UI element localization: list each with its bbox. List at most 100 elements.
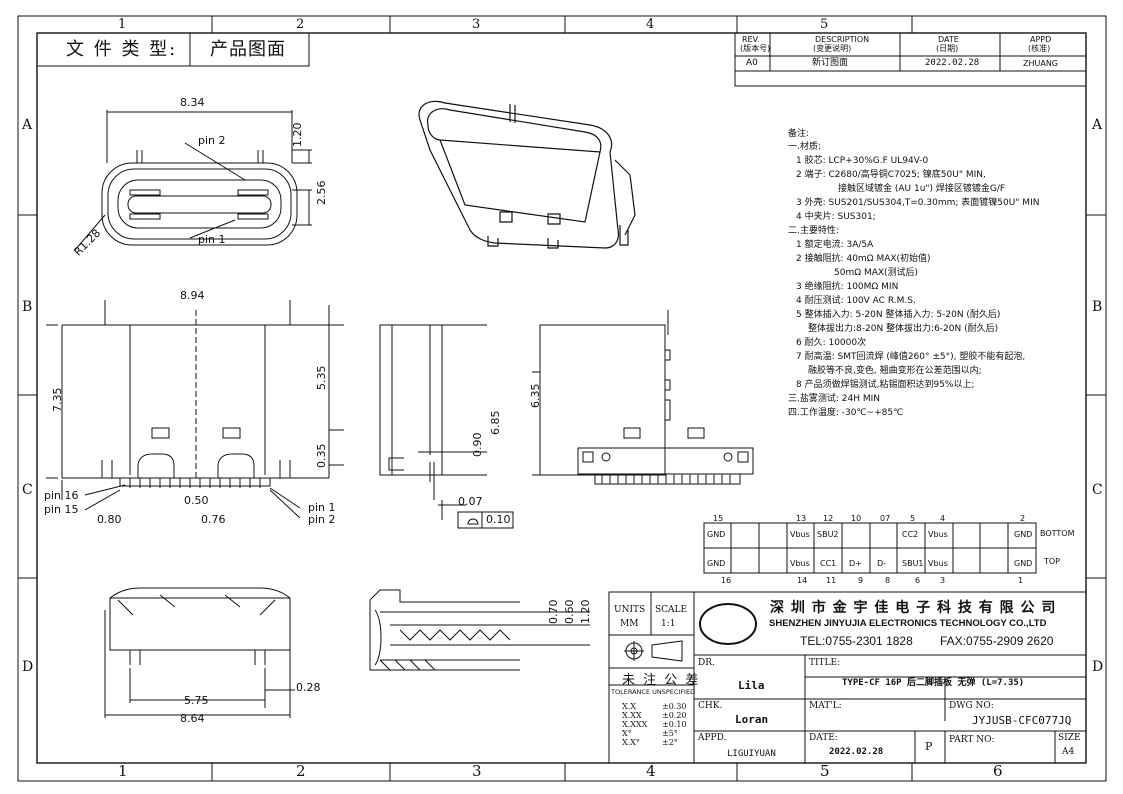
pin-num-2: 2 bbox=[1020, 514, 1026, 523]
pin-cell-r2-5: CC1 bbox=[820, 559, 837, 568]
note-2b: 接触区域镀金 (AU 1u") 焊接区镀镀金G/F bbox=[838, 184, 1006, 194]
pin-table bbox=[703, 522, 1037, 574]
dim-pitch: 0.50 bbox=[184, 494, 209, 507]
pin-num-16: 16 bbox=[721, 576, 732, 585]
section-view bbox=[369, 589, 590, 671]
desc-value: 新订图面 bbox=[812, 58, 849, 68]
outer-frame bbox=[17, 15, 1107, 782]
zone-col-2: 2 bbox=[296, 17, 305, 32]
spec-6: 6 耐久: 10000次 bbox=[796, 338, 867, 348]
dim-rear-h: 6.35 bbox=[529, 383, 542, 409]
bottom-row-label: BOTTOM bbox=[1040, 529, 1075, 538]
dim-sec-070: 0.70 bbox=[547, 599, 560, 625]
top-view bbox=[74, 110, 312, 251]
part-no-label: PART NO: bbox=[949, 735, 995, 745]
drawn-by-value: Lila bbox=[738, 679, 765, 692]
pin-cell-r1-4: Vbus bbox=[790, 530, 810, 539]
tol-key-5: X.X° bbox=[622, 738, 640, 747]
tolerance-title-cn: 未 注 公 差 bbox=[622, 673, 701, 688]
date-value: 2022.02.28 bbox=[925, 58, 980, 68]
notes-section-1: 一.材质: bbox=[788, 142, 821, 152]
zone-col-1: 1 bbox=[118, 17, 127, 32]
zone-row-d-right: D bbox=[1092, 659, 1104, 675]
note-2a: 2 端子: C2680/高导铜C7025; 镍底50U" MIN, bbox=[796, 170, 986, 180]
dim-side-h2: 6.85 bbox=[489, 410, 502, 436]
zone-col-2-bottom: 2 bbox=[296, 762, 306, 780]
dim-top-h1: 1.20 bbox=[291, 122, 304, 148]
dim-top-h2: 2.56 bbox=[315, 180, 328, 206]
zone-col-3: 3 bbox=[472, 17, 481, 32]
revision-table bbox=[734, 32, 1087, 87]
company-fax: FAX:0755-2909 2620 bbox=[940, 634, 1054, 648]
pin-num-3: 3 bbox=[940, 576, 946, 585]
doc-type-label: 文 件 类 型: bbox=[66, 39, 178, 60]
desc-header-cn: (变更说明) bbox=[813, 44, 852, 53]
zone-col-5-bottom: 5 bbox=[820, 762, 830, 780]
notes-section-4: 四.工作温度: -30℃~+85℃ bbox=[788, 408, 904, 418]
dim-front-h3: 0.35 bbox=[315, 443, 328, 469]
note-4: 4 中夹片: SUS301; bbox=[796, 212, 876, 222]
pin-cell-r2-9: Vbus bbox=[928, 559, 948, 568]
dim-top-width: 8.34 bbox=[180, 96, 205, 109]
zone-row-c: C bbox=[22, 482, 33, 498]
approved-by-label: APPD. bbox=[698, 733, 727, 743]
units-value: MM bbox=[620, 619, 639, 629]
pin-cell-r1-1: GND bbox=[707, 530, 726, 539]
label-pin-15: pin 15 bbox=[44, 503, 79, 516]
company-name-cn: 深 圳 市 金 宇 佳 电 子 科 技 有 限 公 司 bbox=[770, 600, 1057, 616]
pin-num-07: 07 bbox=[880, 514, 891, 523]
rev-header-cn: (版本号) bbox=[740, 44, 771, 53]
dim-bottom-w1: 5.75 bbox=[184, 694, 209, 707]
pin-num-11: 11 bbox=[826, 576, 837, 585]
pin-num-15: 15 bbox=[713, 514, 724, 523]
rev-value: A0 bbox=[746, 58, 758, 68]
p-mark: P bbox=[925, 740, 933, 753]
pin-num-5: 5 bbox=[910, 514, 916, 523]
label-pin-1-right: pin 1 bbox=[308, 501, 336, 514]
pin-cell-r2-4: Vbus bbox=[790, 559, 810, 568]
dim-sec-060: 0.60 bbox=[563, 599, 576, 625]
dim-front-h2: 5.35 bbox=[315, 365, 328, 391]
zone-row-b-right: B bbox=[1092, 299, 1103, 315]
zone-col-4: 4 bbox=[646, 17, 655, 32]
spec-5a: 5 整体插入力: 5-20N 整体插入力: 5-20N (耐久后) bbox=[796, 310, 1001, 320]
doctype-box bbox=[36, 32, 310, 67]
spec-7b: 融胶等不良,变色, 翘曲变形在公差范围以内; bbox=[808, 366, 982, 376]
dim-front-h: 7.35 bbox=[51, 387, 64, 413]
pin-cell-r2-1: GND bbox=[707, 559, 726, 568]
tol-val-4: ±5° bbox=[662, 729, 678, 738]
title-block-lines bbox=[608, 591, 1087, 764]
flatness-tol: 0.10 bbox=[486, 513, 511, 526]
iso-view bbox=[418, 100, 636, 249]
company-tel: TEL:0755-2301 1828 bbox=[800, 634, 913, 648]
dwg-no-label: DWG NO: bbox=[949, 701, 994, 711]
spec-1: 1 额定电流: 3A/5A bbox=[796, 240, 874, 250]
tol-val-1: ±0.30 bbox=[662, 702, 687, 711]
pin-cell-r2-12: GND bbox=[1014, 559, 1033, 568]
tol-val-3: ±0.10 bbox=[662, 720, 687, 729]
dim-side-h1: 0.90 bbox=[471, 432, 484, 458]
side-view bbox=[379, 324, 514, 529]
spec-5b: 整体拔出力:8-20N 整体拔出力:6-20N (耐久后) bbox=[808, 324, 999, 334]
notes-section-2: 二.主要特性: bbox=[788, 226, 839, 236]
checked-by-label: CHK. bbox=[698, 701, 723, 711]
tolerance-title-en: TOLERANCE UNSPECIFIED bbox=[611, 688, 696, 696]
pin-cell-r2-6: D+ bbox=[849, 559, 862, 568]
tol-key-4: X° bbox=[622, 729, 632, 738]
date-header: DATE bbox=[938, 35, 959, 44]
dwg-no-value: JYJUSB-CFC077JQ bbox=[972, 714, 1072, 727]
dim-front-width: 8.94 bbox=[180, 289, 205, 302]
approved-by-value: LIGUIYUAN bbox=[727, 749, 776, 759]
pin-num-12: 12 bbox=[823, 514, 834, 523]
appd-header-cn: (核准) bbox=[1028, 44, 1051, 53]
title-value: TYPE-CF 16P 后二脚插板 无弹 (L=7.35) bbox=[842, 678, 1025, 688]
doc-type-value: 产品图面 bbox=[210, 39, 286, 60]
pin-cell-r2-7: D- bbox=[877, 559, 887, 568]
dim-side-d: 0.07 bbox=[458, 495, 483, 508]
zone-col-3-bottom: 3 bbox=[472, 762, 482, 780]
pin-num-9: 9 bbox=[858, 576, 864, 585]
pin-num-13: 13 bbox=[796, 514, 807, 523]
pin-num-14: 14 bbox=[797, 576, 808, 585]
spec-3: 3 绝缘阻抗: 100MΩ MIN bbox=[796, 282, 899, 292]
